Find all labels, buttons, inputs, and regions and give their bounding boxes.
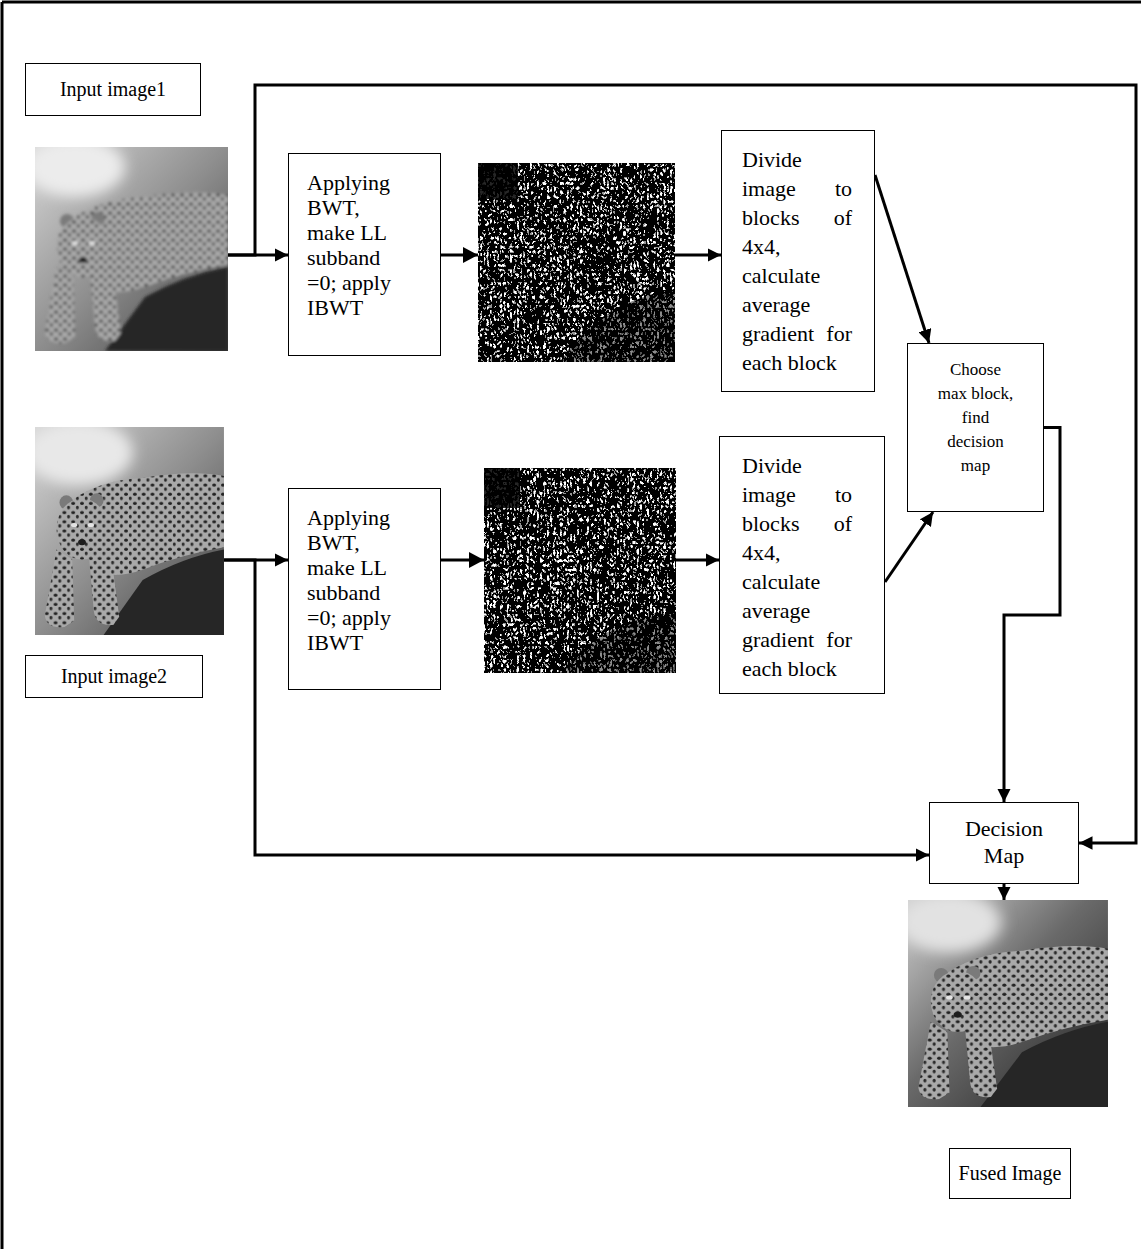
photo-highlight: [908, 900, 1001, 953]
process-box: Divide image to blocks of 4x4, calculate…: [721, 130, 875, 392]
photo-highlight: [35, 427, 133, 485]
box-label: Applying BWT, make LL subband =0; apply …: [307, 170, 407, 320]
connectors: [224, 85, 1136, 900]
detail-texture: [478, 163, 675, 362]
process-box: Applying BWT, make LL subband =0; apply …: [288, 153, 441, 356]
leopard: [918, 946, 1108, 1107]
image-caption: Input image2: [25, 655, 203, 698]
input-photo: [25, 137, 228, 351]
photo-highlight: [35, 147, 125, 197]
processed-image: [484, 468, 676, 673]
input-photo: [25, 420, 224, 635]
decision-box: Choose max block, find decision map: [907, 343, 1044, 512]
input-image: Input image1: [25, 63, 228, 351]
page-frame: [2, 1, 1141, 4]
box-label: Choose max block, find decision map: [935, 358, 1016, 478]
leopard: [45, 192, 228, 351]
fused-image: Fused Image: [908, 900, 1108, 1199]
image-caption: Input image1: [25, 63, 201, 116]
image-caption: Fused Image: [949, 1148, 1071, 1199]
flow-arrow: [875, 175, 929, 343]
arrow-head: [463, 247, 478, 263]
box-label: Divide image to blocks of 4x4, calculate…: [742, 451, 852, 683]
fused-photo: [898, 892, 1108, 1107]
processed-image: [478, 163, 675, 362]
process-box: Applying BWT, make LL subband =0; apply …: [288, 488, 441, 690]
arrow-head: [469, 552, 484, 568]
box-label: Applying BWT, make LL subband =0; apply …: [307, 505, 407, 655]
flow-arrow: [228, 85, 1136, 843]
leopard: [45, 473, 224, 635]
processed-background: [478, 163, 675, 362]
flow-arrow: [885, 512, 933, 582]
dark-corner: [478, 163, 518, 199]
dark-corner: [484, 468, 520, 508]
page-frame: [1, 2, 4, 1249]
processed-background: [484, 468, 676, 673]
box-label: Decision Map: [948, 815, 1060, 869]
process-box: Divide image to blocks of 4x4, calculate…: [719, 436, 885, 694]
box-label: Divide image to blocks of 4x4, calculate…: [742, 145, 852, 377]
input-image: Input image2: [25, 427, 224, 698]
flow-arrow: [1003, 884, 1006, 900]
detail-texture: [484, 468, 676, 673]
dark-region: [560, 612, 676, 673]
dark-region: [560, 290, 675, 362]
decision-map-box: Decision Map: [929, 802, 1079, 884]
